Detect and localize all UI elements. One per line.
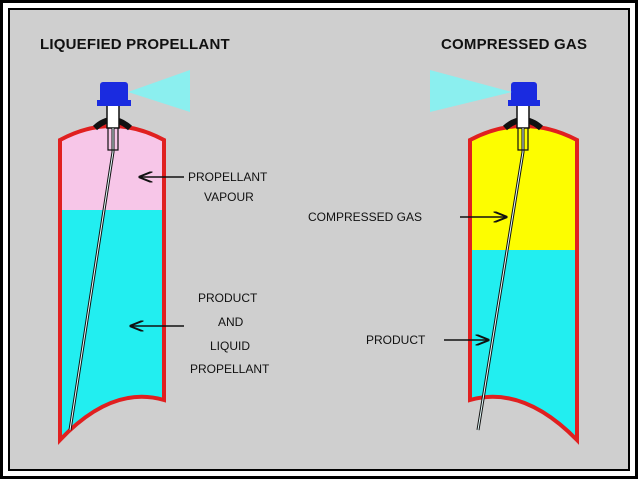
liquid-label-line-1: PRODUCT <box>198 291 258 305</box>
vapour-label-line-1: PROPELLANT <box>188 170 268 184</box>
left-actuator <box>100 82 128 104</box>
right-can <box>430 70 579 445</box>
liquid-label-line-3: LIQUID <box>210 339 250 353</box>
vapour-label-line-2: VAPOUR <box>204 190 254 204</box>
compressed-gas-label: COMPRESSED GAS <box>308 210 422 224</box>
product-label: PRODUCT <box>366 333 426 347</box>
left-can <box>58 70 190 446</box>
left-title: LIQUEFIED PROPELLANT <box>40 36 230 53</box>
right-actuator <box>511 82 537 104</box>
liquid-label-line-4: PROPELLANT <box>190 362 270 376</box>
liquid-label-line-2: AND <box>218 315 244 329</box>
right-title: COMPRESSED GAS <box>441 36 587 53</box>
product-region <box>470 250 577 440</box>
right-spray <box>430 70 512 112</box>
left-spray <box>128 70 190 112</box>
